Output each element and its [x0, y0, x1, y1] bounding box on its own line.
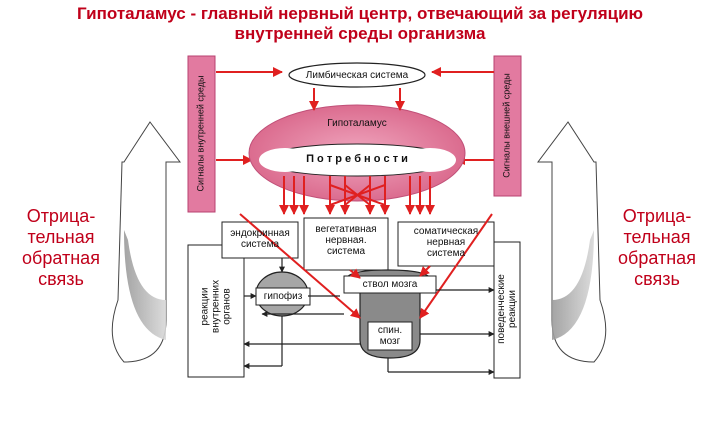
limbic-system-label: Лимбическая система — [305, 70, 409, 81]
limbic-system-oval — [288, 62, 426, 88]
spinal-cord-label: спин. мозг — [377, 325, 403, 347]
somatic-system-label: соматическая нервная система — [413, 226, 479, 259]
right-feedback-label: Отрица- тельная обратная связь — [618, 206, 696, 289]
right-feedback-arrow — [537, 121, 607, 363]
endocrine-system-label: эндокринная система — [230, 228, 290, 250]
vegetative-system-box — [303, 217, 389, 271]
title-line-2: внутренней среды организма — [234, 24, 486, 43]
somatic-system-box — [397, 221, 495, 267]
left-feedback-arrow — [111, 121, 181, 363]
brainstem-label: ствол мозга — [362, 279, 418, 290]
needs-label: П о т р е б н о с т и — [306, 153, 408, 165]
behavioral-reactions-label: поведенческие реакции — [496, 274, 518, 344]
internal-signals-bar — [187, 55, 216, 213]
external-signals-bar — [493, 55, 522, 197]
left-feedback-label: Отрица- тельная обратная связь — [22, 206, 100, 289]
brainstem-shape — [343, 269, 437, 359]
internal-reactions-label: реакции внутренних органов — [199, 279, 233, 334]
page-title: Гипоталамус - главный нервный центр, отв… — [0, 4, 720, 44]
external-signals-label: Сигналы внешней среды — [501, 73, 512, 178]
pituitary-label: гипофиз — [263, 291, 303, 302]
hypothalamus-label: Гипоталамус — [327, 118, 387, 129]
internal-reactions-box — [187, 244, 245, 378]
internal-signals-label: Сигналы внутренней среды — [195, 75, 206, 192]
title-line-1: Гипоталамус - главный нервный центр, отв… — [76, 4, 644, 23]
needs-cloud — [259, 143, 456, 177]
vegetative-system-label: вегетативная нервная. система — [315, 224, 377, 257]
output-connections — [279, 176, 435, 215]
behavioral-reactions-box — [493, 241, 521, 379]
